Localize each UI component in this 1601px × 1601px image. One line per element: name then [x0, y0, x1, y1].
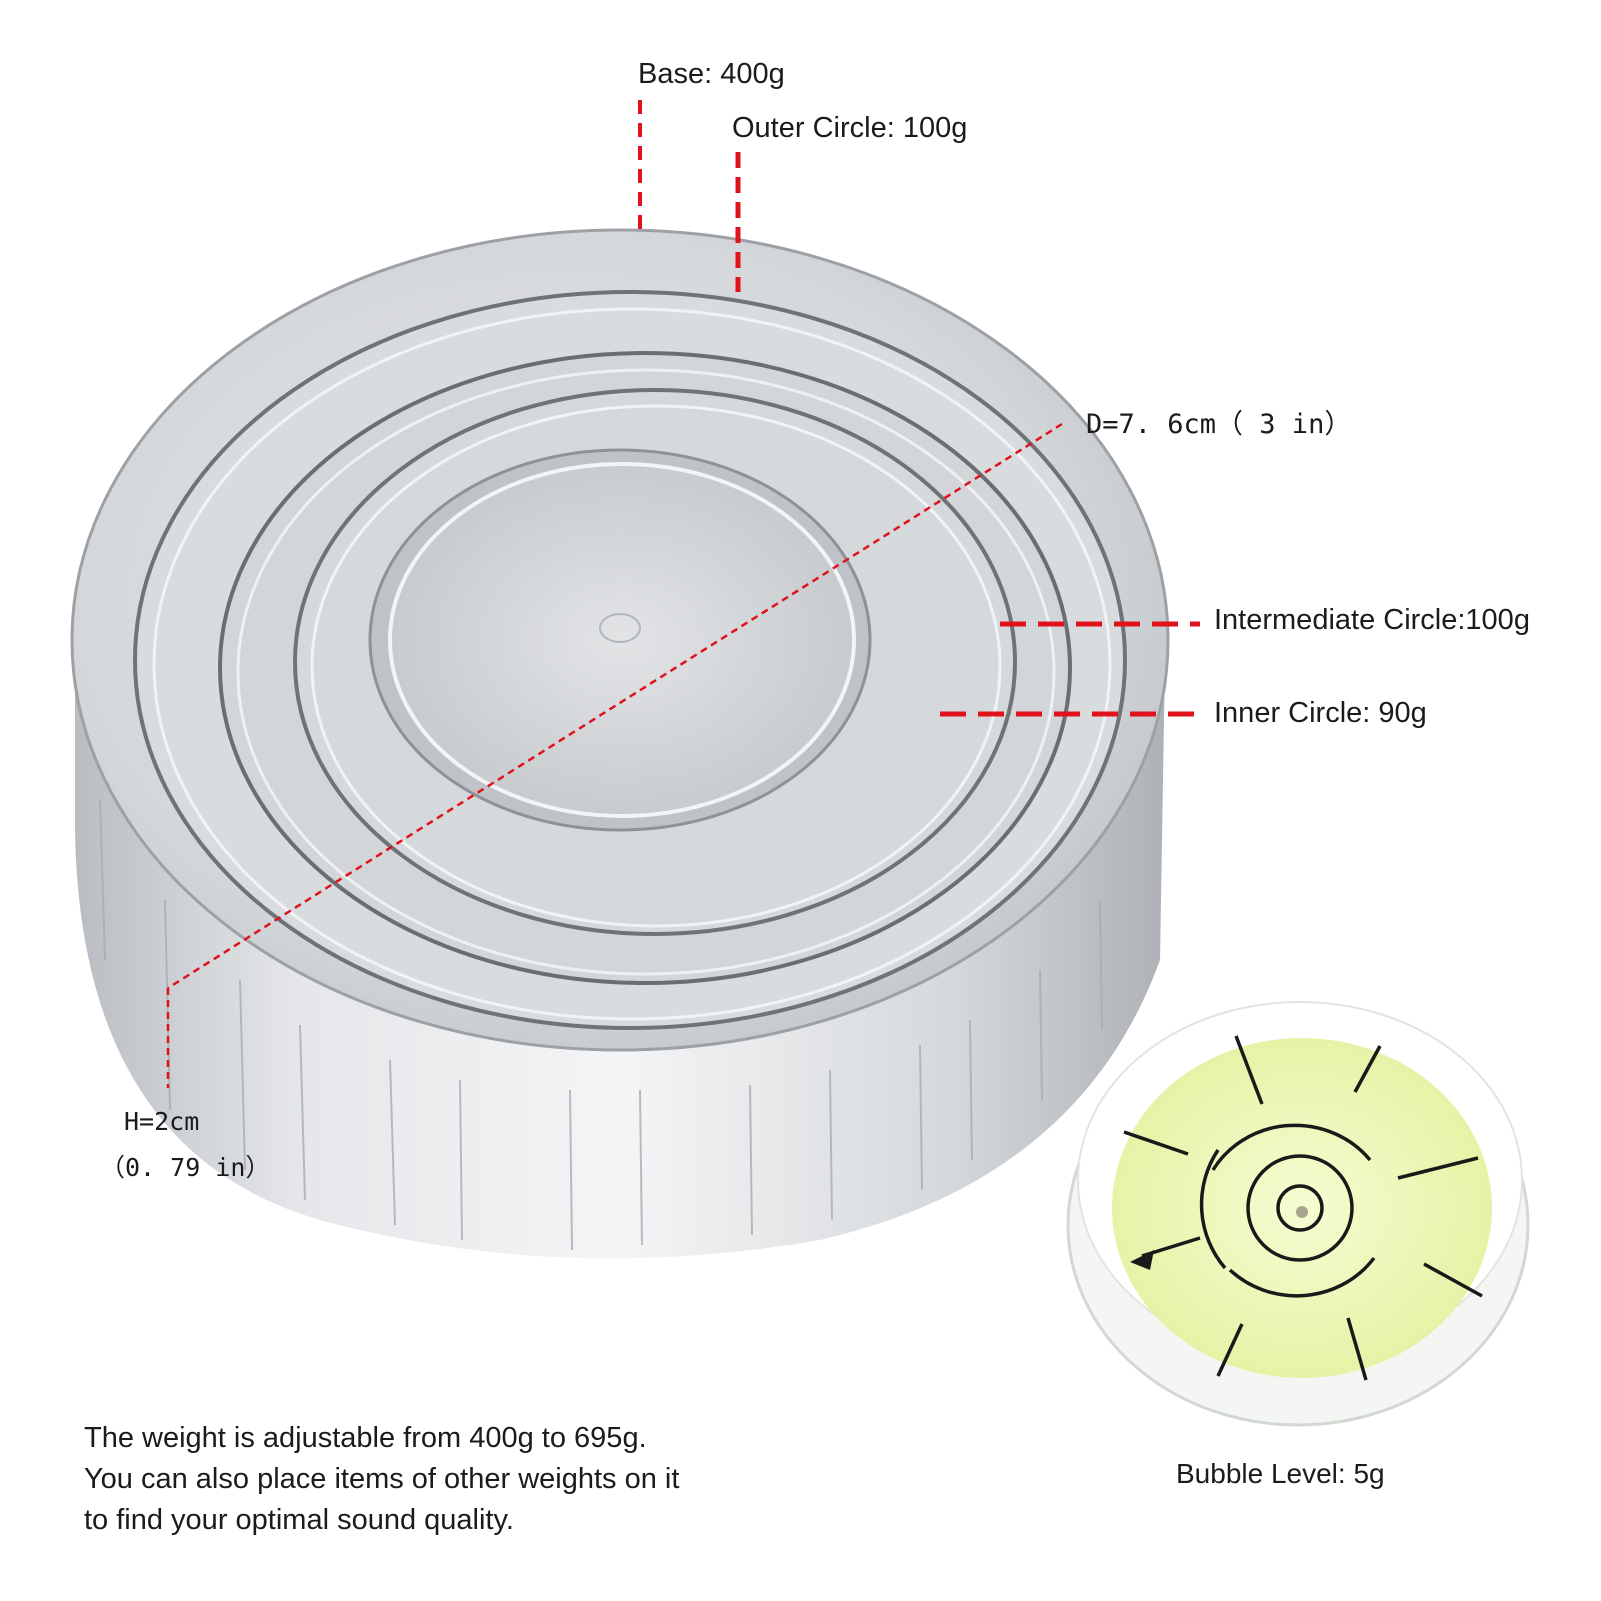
intermediate-circle-weight-label: Intermediate Circle:100g — [1214, 604, 1530, 636]
center-cap — [368, 448, 872, 832]
height-label: H=2cm — [124, 1107, 200, 1136]
description-line: to find your optimal sound quality. — [84, 1504, 514, 1536]
bubble-level — [1066, 1001, 1530, 1427]
inner-circle-weight-label: Inner Circle: 90g — [1214, 697, 1427, 729]
outer-circle-weight-label: Outer Circle: 100g — [732, 112, 968, 144]
dimension-leader-lines — [166, 100, 1200, 1088]
diameter-leader-line — [167, 422, 1063, 990]
description-line: You can also place items of other weight… — [84, 1463, 680, 1495]
height-inch-label: （0. 79 in） — [100, 1153, 271, 1182]
description-line: The weight is adjustable from 400g to 69… — [84, 1422, 647, 1454]
weight-description: The weight is adjustable from 400g to 69… — [84, 1418, 679, 1541]
base-weight-label: Base: 400g — [638, 58, 785, 90]
diameter-label: D=7. 6cm（ 3 in） — [1086, 409, 1352, 440]
bubble-level-weight-label: Bubble Level: 5g — [1176, 1458, 1385, 1489]
